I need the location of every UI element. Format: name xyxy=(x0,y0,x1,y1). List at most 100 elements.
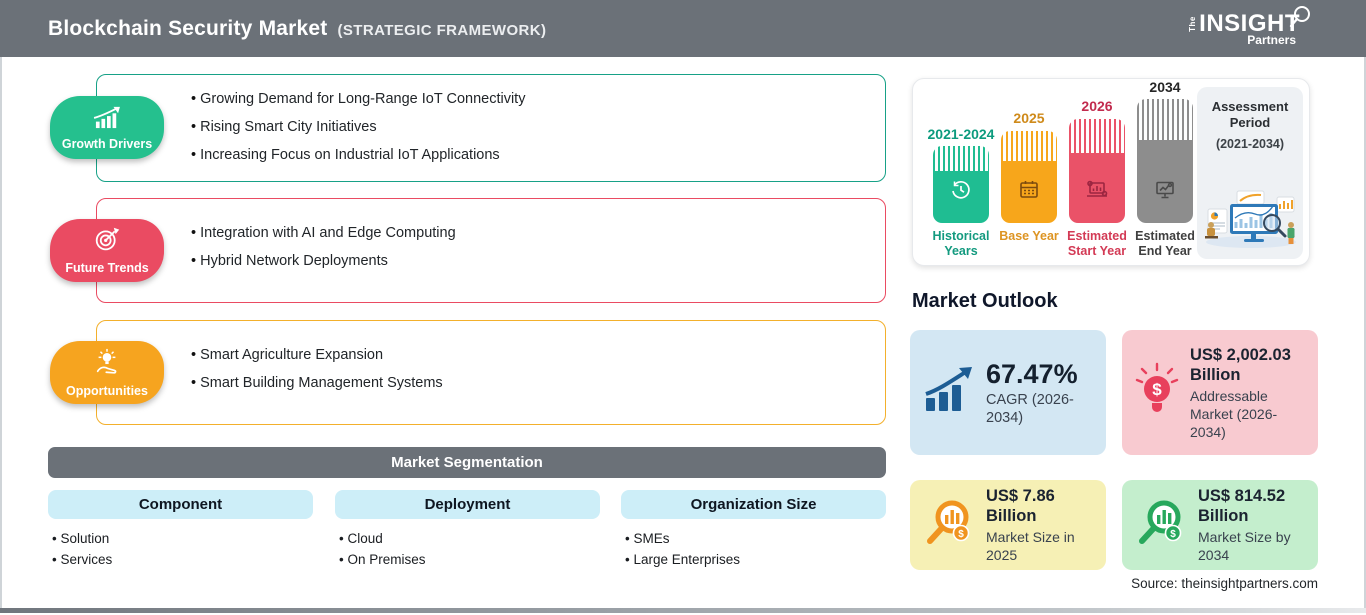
list-item: Cloud xyxy=(339,528,600,549)
dollar-bulb-icon: $ xyxy=(1134,362,1180,423)
bar-body xyxy=(933,171,989,223)
svg-text:$: $ xyxy=(1152,380,1162,399)
list-item: Growing Demand for Long-Range IoT Connec… xyxy=(191,85,525,113)
card-text: US$ 7.86 Billion Market Size in 2025 xyxy=(986,486,1094,564)
logo-insight: INSIGHT xyxy=(1199,9,1300,37)
bulb-hand-icon xyxy=(93,348,121,381)
growth-drivers-badge: Growth Drivers xyxy=(50,96,164,159)
card-text: 67.47% CAGR (2026-2034) xyxy=(986,359,1094,427)
card-value: US$ 7.86 Billion xyxy=(986,487,1055,525)
bar-stripes xyxy=(933,146,989,172)
card-desc: Addressable Market (2026-2034) xyxy=(1190,387,1278,440)
growth-drivers-box: Growing Demand for Long-Range IoT Connec… xyxy=(96,74,886,182)
timeline-bar-estimated-end xyxy=(1137,99,1193,223)
title-wrap: Blockchain Security Market (STRATEGIC FR… xyxy=(48,17,546,41)
timeline-label: Estimated Start Year xyxy=(1067,229,1127,258)
list-item: Integration with AI and Edge Computing xyxy=(191,219,456,247)
magnifier-chart-icon: $ xyxy=(1134,496,1188,555)
list-item: SMEs xyxy=(625,528,886,549)
timeline-label: Historical Years xyxy=(932,229,990,258)
bar-body xyxy=(1137,139,1193,223)
calendar-icon xyxy=(1017,178,1041,207)
page-title: Blockchain Security Market xyxy=(48,16,328,40)
growth-drivers-list: Growing Demand for Long-Range IoT Connec… xyxy=(191,85,525,169)
column-items: SMEs Large Enterprises xyxy=(621,528,886,570)
bar-stripes xyxy=(1001,131,1057,162)
header: Blockchain Security Market (STRATEGIC FR… xyxy=(0,0,1366,57)
card-value: US$ 814.52 Billion xyxy=(1198,487,1286,525)
list-item: Smart Agriculture Expansion xyxy=(191,341,443,369)
future-trends-badge: Future Trends xyxy=(50,219,164,282)
magnifier-icon xyxy=(1288,5,1312,33)
history-icon xyxy=(949,178,973,207)
insight-partners-logo: The INSIGHT Partners xyxy=(1185,5,1314,47)
assessment-period-panel: Assessment Period (2021-2034) xyxy=(1197,87,1303,259)
logo-partners: Partners xyxy=(1247,32,1296,47)
addressable-market-card: $ US$ 2,002.03 Billion Addressable Marke… xyxy=(1122,330,1318,455)
svg-text:$: $ xyxy=(1170,529,1176,540)
logo-row: The INSIGHT xyxy=(1185,9,1300,37)
analytics-illustration xyxy=(1201,187,1299,254)
timeline-year: 2025 xyxy=(1013,110,1045,126)
growth-chart-icon xyxy=(922,366,976,419)
source-attribution: Source: theinsightpartners.com xyxy=(1131,576,1318,591)
svg-text:$: $ xyxy=(958,529,964,540)
list-item: Increasing Focus on Industrial IoT Appli… xyxy=(191,141,525,169)
assessment-range: (2021-2034) xyxy=(1215,137,1285,151)
market-size-2034-card: $ US$ 814.52 Billion Market Size by 2034 xyxy=(1122,480,1318,570)
column-items: Solution Services xyxy=(48,528,313,570)
timeline-year: 2021-2024 xyxy=(927,126,995,142)
card-value: US$ 2,002.03 Billion xyxy=(1190,345,1291,384)
column-items: Cloud On Premises xyxy=(335,528,600,570)
page-subtitle: (STRATEGIC FRAMEWORK) xyxy=(337,21,547,39)
list-item: Large Enterprises xyxy=(625,549,886,570)
laptop-analytics-icon xyxy=(1084,178,1110,207)
segmentation-column-organization-size: Organization Size SMEs Large Enterprises xyxy=(621,490,886,570)
segmentation-column-deployment: Deployment Cloud On Premises xyxy=(335,490,600,570)
opportunities-list: Smart Agriculture Expansion Smart Buildi… xyxy=(191,341,443,397)
segmentation-column-component: Component Solution Services xyxy=(48,490,313,570)
timeline-bar-historical xyxy=(933,146,989,223)
bar-body xyxy=(1069,153,1125,223)
list-item: Hybrid Network Deployments xyxy=(191,247,456,275)
timeline-label: Estimated End Year xyxy=(1135,229,1195,258)
opportunities-box: Smart Agriculture Expansion Smart Buildi… xyxy=(96,320,886,425)
market-size-2025-card: $ US$ 7.86 Billion Market Size in 2025 xyxy=(910,480,1106,570)
card-text: US$ 814.52 Billion Market Size by 2034 xyxy=(1198,486,1306,564)
column-header: Deployment xyxy=(335,490,600,519)
card-desc: CAGR (2026-2034) xyxy=(986,391,1074,426)
list-item: Rising Smart City Initiatives xyxy=(191,113,525,141)
bar-chart-arrow-icon xyxy=(91,105,123,134)
bar-stripes xyxy=(1137,99,1193,140)
badge-label: Growth Drivers xyxy=(61,136,153,151)
list-item: On Premises xyxy=(339,549,600,570)
future-trends-box: Integration with AI and Edge Computing H… xyxy=(96,198,886,303)
card-desc: Market Size by 2034 xyxy=(1198,529,1291,563)
list-item: Services xyxy=(52,549,313,570)
assessment-title: Assessment Period xyxy=(1211,99,1289,130)
timeline-year: 2034 xyxy=(1149,79,1181,95)
assessment-timeline-card: 2021-2024 2025 2026 2034 xyxy=(912,78,1310,266)
segmentation-title: Market Segmentation xyxy=(391,454,543,471)
future-trends-list: Integration with AI and Edge Computing H… xyxy=(191,219,456,275)
target-dart-icon xyxy=(94,226,121,258)
column-header: Component xyxy=(48,490,313,519)
bar-stripes xyxy=(1069,119,1125,154)
card-text: US$ 2,002.03 Billion Addressable Market … xyxy=(1190,345,1306,441)
list-item: Smart Building Management Systems xyxy=(191,369,443,397)
badge-label: Opportunities xyxy=(66,383,148,398)
badge-label: Future Trends xyxy=(65,261,149,275)
list-item: Solution xyxy=(52,528,313,549)
timeline-label: Base Year xyxy=(999,229,1059,243)
market-outlook-title: Market Outlook xyxy=(912,290,1058,312)
timeline-bar-estimated-start xyxy=(1069,119,1125,223)
magnifier-chart-icon: $ xyxy=(922,496,976,555)
monitor-chart-icon xyxy=(1153,178,1177,207)
column-header: Organization Size xyxy=(621,490,886,519)
opportunities-badge: Opportunities xyxy=(50,341,164,404)
right-edge-border xyxy=(1364,57,1366,608)
card-desc: Market Size in 2025 xyxy=(986,529,1075,563)
logo-the: The xyxy=(1188,15,1198,32)
card-value: 67.47% xyxy=(986,358,1078,389)
